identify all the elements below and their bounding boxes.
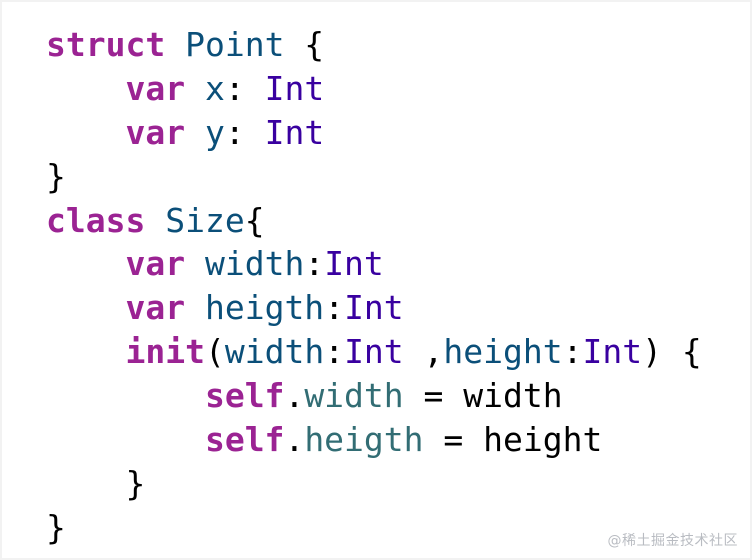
code-token: : — [324, 288, 345, 328]
code-indent — [46, 69, 125, 108]
code-token: ( — [204, 332, 225, 372]
code-token: var — [125, 112, 186, 152]
code-token: Int — [344, 288, 404, 328]
code-indent — [46, 288, 125, 327]
code-token: : — [224, 68, 265, 108]
code-token: { — [244, 200, 265, 240]
code-token: , — [403, 332, 444, 372]
code-token: width — [304, 376, 404, 416]
code-token: self — [204, 376, 285, 416]
code-token: . — [284, 420, 305, 460]
code-token: : — [324, 332, 345, 372]
code-token: Int — [264, 68, 325, 108]
code-indent — [46, 113, 125, 152]
code-token: Size — [165, 200, 245, 240]
code-token: ) { — [642, 332, 702, 372]
watermark: @稀土掘金技术社区 — [607, 533, 738, 549]
code-token: heigth — [204, 288, 325, 328]
code-token: : — [224, 112, 265, 152]
code-token: = height — [423, 420, 603, 460]
code-block: struct Point { var x: Int var y: Int}cla… — [46, 23, 702, 550]
code-line: var width:Int — [46, 242, 702, 286]
code-token: struct — [46, 25, 166, 64]
code-token: class — [46, 200, 146, 240]
code-token — [185, 244, 205, 283]
code-line: self.width = width — [46, 374, 702, 418]
code-token: var — [125, 288, 186, 328]
code-token: { — [284, 25, 325, 64]
code-token — [185, 288, 205, 327]
code-line: self.heigth = height — [46, 418, 702, 462]
code-token: var — [125, 68, 186, 108]
code-token: Int — [582, 332, 643, 372]
code-line: var y: Int — [46, 111, 702, 155]
code-indent — [46, 420, 205, 459]
code-token: : — [562, 332, 583, 372]
code-line: } — [46, 462, 702, 506]
code-token — [185, 69, 205, 108]
code-token: } — [125, 463, 146, 503]
code-token: width — [204, 244, 305, 284]
code-token: self — [204, 420, 285, 460]
code-indent — [46, 244, 125, 283]
code-token: heigth — [304, 420, 424, 460]
code-token: y — [204, 112, 225, 152]
code-token: } — [46, 507, 66, 547]
code-token: } — [46, 156, 66, 196]
code-line: var x: Int — [46, 67, 702, 111]
code-token: init — [125, 332, 205, 372]
code-line: } — [46, 155, 702, 199]
code-token: Int — [264, 112, 325, 152]
code-line: struct Point { — [46, 23, 702, 67]
code-token — [165, 25, 185, 64]
code-line: class Size{ — [46, 199, 702, 243]
code-token: var — [125, 244, 186, 284]
code-line: init(width:Int ,height:Int) { — [46, 330, 702, 374]
code-token — [145, 201, 165, 240]
code-token — [185, 113, 205, 152]
code-token: : — [304, 244, 325, 284]
code-token: height — [443, 332, 563, 372]
code-token: width — [224, 332, 325, 372]
code-line: } — [46, 506, 702, 550]
code-indent — [46, 332, 125, 371]
code-token: . — [284, 376, 305, 416]
code-indent — [46, 376, 205, 415]
code-token: Point — [185, 25, 285, 64]
code-token: Int — [344, 332, 404, 372]
code-token: = width — [403, 376, 563, 416]
code-token: Int — [324, 244, 384, 284]
code-line: var heigth:Int — [46, 286, 702, 330]
code-token: x — [204, 68, 225, 108]
code-indent — [46, 464, 125, 503]
